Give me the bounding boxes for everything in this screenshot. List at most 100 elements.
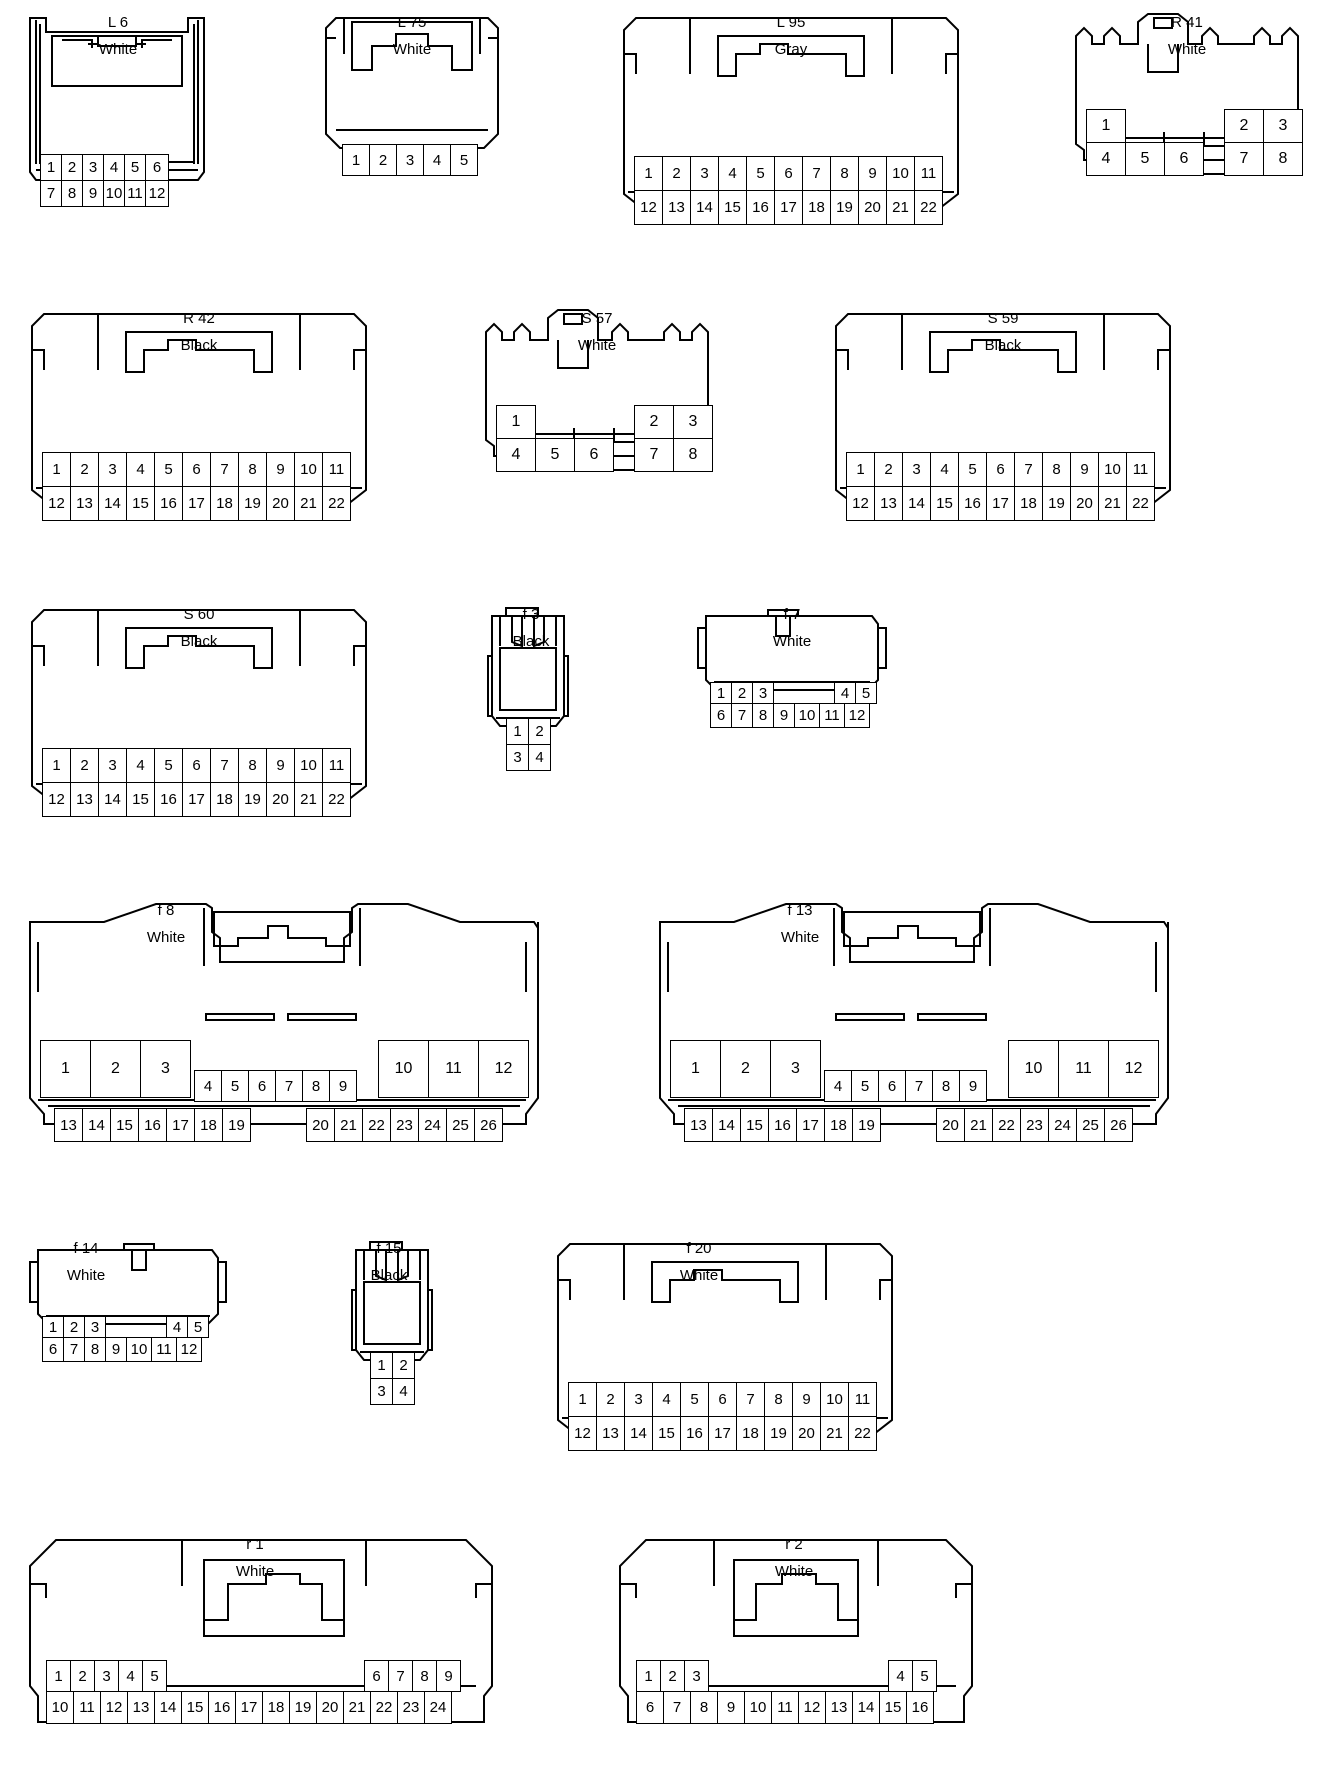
pin: 21: [964, 1108, 993, 1142]
pin: 6: [986, 452, 1015, 487]
pin: 9: [436, 1660, 461, 1692]
pin: 13: [54, 1108, 83, 1142]
pin: 6: [636, 1691, 664, 1724]
pin: 11: [151, 1337, 177, 1362]
pin: 2: [70, 452, 99, 487]
pin: 8: [61, 180, 83, 207]
pin: 15: [740, 1108, 769, 1142]
pin: 5: [142, 1660, 167, 1692]
pin: 4: [888, 1660, 913, 1692]
pin: 1: [506, 718, 529, 745]
pin: 17: [774, 190, 803, 225]
connector-f15: f 15 Black 1 2 3 4: [344, 1240, 434, 1440]
pin: 13: [70, 486, 99, 521]
pin: 8: [752, 703, 774, 728]
pin: 23: [397, 1691, 425, 1724]
pin: 11: [1126, 452, 1155, 487]
pin: 2: [731, 682, 753, 704]
pin: 9: [858, 156, 887, 191]
connector-f3: f 3 Black 1 2 3 4: [486, 606, 576, 806]
pin: 16: [958, 486, 987, 521]
connector-code: f 14: [73, 1240, 99, 1257]
pin: 2: [63, 1316, 85, 1338]
pin: 8: [238, 452, 267, 487]
pin: 13: [596, 1416, 625, 1451]
pin: 18: [1014, 486, 1043, 521]
pin: 22: [848, 1416, 877, 1451]
pin: 10: [1098, 452, 1127, 487]
pin: 20: [858, 190, 887, 225]
pin: 7: [802, 156, 831, 191]
pin: 2: [596, 1382, 625, 1417]
pin: 12: [145, 180, 169, 207]
pin: 5: [187, 1316, 209, 1338]
connector-r41: R 41 White 1 2 3 4 5 6 7 8: [1074, 13, 1303, 234]
pin: 4: [392, 1378, 415, 1405]
pin: 7: [275, 1070, 303, 1102]
pin: 12: [844, 703, 870, 728]
pin: 13: [825, 1691, 853, 1724]
pin: 21: [334, 1108, 363, 1142]
pin: 6: [42, 1337, 64, 1362]
pin: 4: [194, 1070, 222, 1102]
pin: 14: [902, 486, 931, 521]
pin: 15: [126, 782, 155, 817]
connector-color: White: [774, 1563, 814, 1580]
pin: 4: [126, 748, 155, 783]
pin: 4: [103, 154, 125, 181]
pin: 3: [140, 1040, 191, 1098]
pin: 24: [418, 1108, 447, 1142]
pin: 12: [42, 782, 71, 817]
pin: 9: [82, 180, 104, 207]
connector-s59: S 59 Black 1 2 3 4 5 6 7 8 9 10 11 12 13…: [830, 310, 1176, 560]
pin: 7: [663, 1691, 691, 1724]
pin: 1: [42, 452, 71, 487]
pin: 26: [1104, 1108, 1133, 1142]
pin: 12: [798, 1691, 826, 1724]
pin: 10: [820, 1382, 849, 1417]
pin: 19: [238, 782, 267, 817]
pin: 6: [182, 452, 211, 487]
pin: 1: [710, 682, 732, 704]
connector-r1: r 1 White 1 2 3 4 5 6 7 8 9 10 11 12 13 …: [26, 1536, 496, 1786]
pin: 17: [182, 486, 211, 521]
pin: 12: [568, 1416, 597, 1451]
pin: 18: [210, 486, 239, 521]
pin: 3: [684, 1660, 709, 1692]
pin: 22: [1126, 486, 1155, 521]
pin: 3: [98, 748, 127, 783]
pin: 10: [744, 1691, 772, 1724]
pin: 20: [936, 1108, 965, 1142]
pin: 20: [266, 486, 295, 521]
pin: 3: [84, 1316, 106, 1338]
pin: 2: [634, 405, 674, 439]
pin: 19: [238, 486, 267, 521]
pin: 3: [98, 452, 127, 487]
pin: 2: [528, 718, 551, 745]
pin: 9: [329, 1070, 357, 1102]
pin: 11: [322, 452, 351, 487]
pin: 5: [958, 452, 987, 487]
pin: 13: [874, 486, 903, 521]
pin: 15: [181, 1691, 209, 1724]
pin: 20: [792, 1416, 821, 1451]
pin: 21: [294, 782, 323, 817]
pin: 3: [94, 1660, 119, 1692]
pin: 23: [1020, 1108, 1049, 1142]
pin: 4: [118, 1660, 143, 1692]
pin: 10: [103, 180, 125, 207]
connector-color: White: [392, 41, 432, 58]
pin: 24: [424, 1691, 452, 1724]
pin: 20: [316, 1691, 344, 1724]
pin: 8: [84, 1337, 106, 1362]
pin: 2: [70, 1660, 95, 1692]
pin: 2: [61, 154, 83, 181]
pin: 21: [1098, 486, 1127, 521]
pin: 5: [221, 1070, 249, 1102]
pin: 4: [652, 1382, 681, 1417]
pin: 8: [302, 1070, 330, 1102]
pin: 3: [624, 1382, 653, 1417]
pin: 14: [624, 1416, 653, 1451]
pin: 16: [680, 1416, 709, 1451]
connector-l6: L 6 White 1 2 3 4 5 6 7 8 9 10 11 12: [28, 14, 208, 244]
